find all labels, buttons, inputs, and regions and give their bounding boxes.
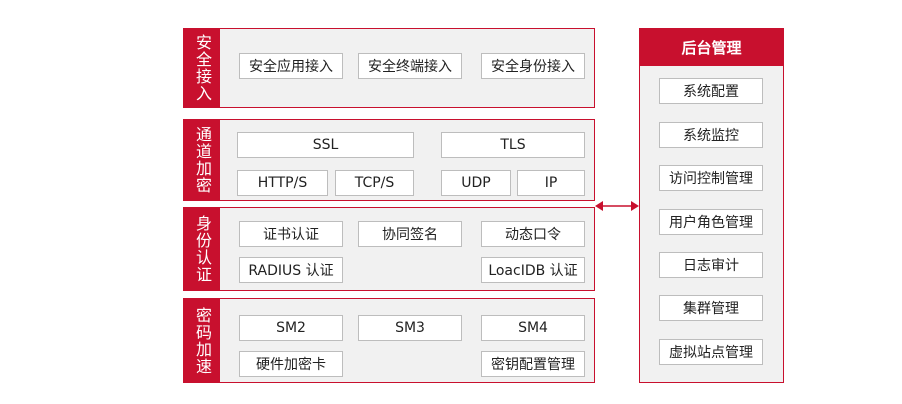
box-system-config: 系统配置 xyxy=(659,78,763,104)
panel-label-identity-auth: 身份认证 xyxy=(184,208,220,290)
box-udp: UDP xyxy=(441,170,511,196)
box-log-audit: 日志审计 xyxy=(659,252,763,278)
panel-label-secure-access: 安全接入 xyxy=(184,29,220,107)
box-https: HTTP/S xyxy=(237,170,328,196)
box-virtual-site-mgmt: 虚拟站点管理 xyxy=(659,339,763,365)
box-co-signature: 协同签名 xyxy=(358,221,462,247)
box-sm3: SM3 xyxy=(358,315,462,341)
panel-label-text: 密码加速 xyxy=(193,306,212,375)
box-access-control-mgmt: 访问控制管理 xyxy=(659,165,763,191)
box-cert-auth: 证书认证 xyxy=(239,221,343,247)
box-dynamic-token: 动态口令 xyxy=(481,221,585,247)
box-secure-app-access: 安全应用接入 xyxy=(239,53,343,79)
panel-backend-management: 后台管理 系统配置 系统监控 访问控制管理 用户角色管理 日志审计 集群管理 虚… xyxy=(639,28,784,383)
panel-label-crypto-acceleration: 密码加速 xyxy=(184,299,220,382)
panel-label-channel-encryption: 通道加密 xyxy=(184,120,220,200)
box-sm4: SM4 xyxy=(481,315,585,341)
bidirectional-arrow-icon xyxy=(595,201,639,211)
panel-label-text: 安全接入 xyxy=(193,34,212,102)
panel-label-text: 通道加密 xyxy=(193,126,212,194)
panel-label-text: 身份认证 xyxy=(193,215,212,283)
box-key-config-mgmt: 密钥配置管理 xyxy=(481,351,585,377)
box-cluster-mgmt: 集群管理 xyxy=(659,295,763,321)
box-hardware-crypto-card: 硬件加密卡 xyxy=(239,351,343,377)
box-system-monitor: 系统监控 xyxy=(659,122,763,148)
backend-management-title: 后台管理 xyxy=(640,29,783,66)
box-sm2: SM2 xyxy=(239,315,343,341)
box-ssl: SSL xyxy=(237,132,414,158)
panel-crypto-acceleration: 密码加速 SM2 SM3 SM4 硬件加密卡 密钥配置管理 xyxy=(183,298,595,383)
box-tcps: TCP/S xyxy=(335,170,414,196)
box-user-role-mgmt: 用户角色管理 xyxy=(659,209,763,235)
box-secure-terminal-access: 安全终端接入 xyxy=(358,53,462,79)
box-radius-auth: RADIUS 认证 xyxy=(239,257,343,283)
box-tls: TLS xyxy=(441,132,585,158)
box-ip: IP xyxy=(517,170,585,196)
panel-channel-encryption: 通道加密 SSL TLS HTTP/S TCP/S UDP IP xyxy=(183,119,595,201)
box-loacidb-auth: LoacIDB 认证 xyxy=(481,257,585,283)
panel-identity-auth: 身份认证 证书认证 协同签名 动态口令 RADIUS 认证 LoacIDB 认证 xyxy=(183,207,595,291)
box-secure-identity-access: 安全身份接入 xyxy=(481,53,585,79)
panel-secure-access: 安全接入 安全应用接入 安全终端接入 安全身份接入 xyxy=(183,28,595,108)
